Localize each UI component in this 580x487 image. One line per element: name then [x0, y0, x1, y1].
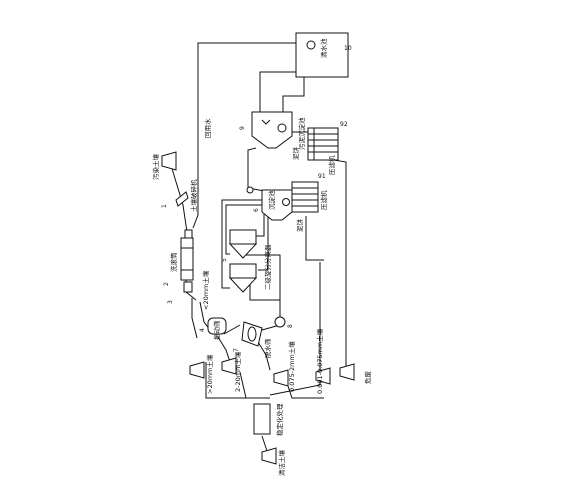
svg-text:清洁土壤: 清洁土壤 — [277, 450, 286, 477]
svg-text:3: 3 — [167, 300, 174, 304]
svg-text:压滤机: 压滤机 — [327, 155, 336, 175]
svg-text:脱水筛: 脱水筛 — [263, 338, 272, 358]
svg-text:91: 91 — [318, 173, 326, 180]
svg-text:沉淀池: 沉淀池 — [267, 190, 276, 210]
filter-press-2: 压滤机 泥饼 92 — [291, 121, 348, 175]
svg-text:>20mm土壤: >20mm土壤 — [205, 354, 214, 394]
svg-text:泥饼: 泥饼 — [295, 219, 304, 233]
svg-text:0.075-2mm土壤: 0.075-2mm土壤 — [287, 341, 296, 392]
vibrating-screen: 振动筛 4 — [199, 317, 227, 340]
svg-text:污染土壤: 污染土壤 — [151, 154, 160, 181]
sewage-sedimentation-tank: 污泥沉淀池 9 — [239, 111, 306, 150]
hydrocyclone-upper — [228, 229, 258, 259]
svg-text:1: 1 — [161, 204, 168, 208]
svg-text:6: 6 — [253, 208, 260, 212]
fraction-under-20-label: <20mm土壤 — [201, 270, 210, 310]
hopper-2-20: 2-20mm土壤 — [221, 351, 242, 392]
svg-text:10: 10 — [344, 45, 352, 52]
clean-soil-hopper: 清洁土壤 — [261, 447, 286, 477]
clear-water-tank: 清水池 10 — [295, 32, 352, 78]
svg-text:8: 8 — [287, 324, 294, 328]
stabilization-unit: 稳定化处理 — [253, 403, 284, 436]
hopper-0075-2: 0.075-2mm土壤 — [273, 341, 296, 392]
sedimentation-tank: 沉淀池 6 — [246, 186, 293, 221]
hopper-over-20: >20mm土壤 — [189, 354, 214, 394]
svg-text:污泥沉淀池: 污泥沉淀池 — [297, 117, 306, 150]
dewatering-screen: 脱水筛 7 — [233, 321, 272, 358]
recycled-water-label: 回用水 — [203, 118, 212, 138]
contaminated-soil-hopper: 污染土壤 — [151, 151, 177, 181]
hydrocyclone-label: 二级旋分分离器 — [263, 244, 272, 290]
hopper-hazardous: 危废 — [339, 363, 372, 385]
svg-text:振动筛: 振动筛 — [212, 320, 221, 340]
svg-text:92: 92 — [340, 121, 348, 128]
svg-text:4: 4 — [199, 328, 206, 332]
svg-text:土壤破碎机: 土壤破碎机 — [189, 179, 198, 212]
svg-text:7: 7 — [233, 348, 240, 352]
slurry-pump: 8 — [274, 316, 294, 328]
svg-text:危废: 危废 — [363, 371, 372, 385]
svg-text:洗滚筒: 洗滚筒 — [169, 252, 178, 272]
svg-text:5: 5 — [221, 258, 228, 262]
hopper-fine: 0.001-0.075mm土壤 — [315, 328, 331, 394]
hydrocyclone-lower — [228, 263, 258, 293]
drum-washer: 洗滚筒 2 3 — [163, 229, 194, 304]
svg-text:泥饼: 泥饼 — [291, 147, 300, 161]
svg-text:稳定化处理: 稳定化处理 — [275, 403, 284, 436]
soil-crusher: 土壤破碎机 1 — [161, 179, 198, 212]
svg-text:清水池: 清水池 — [319, 38, 328, 58]
svg-text:2-20mm土壤: 2-20mm土壤 — [233, 351, 242, 392]
svg-text:0.001-0.075mm土壤: 0.001-0.075mm土壤 — [315, 328, 324, 394]
svg-text:压滤机: 压滤机 — [319, 190, 328, 210]
svg-text:2: 2 — [163, 282, 170, 286]
pipe-lines — [169, 42, 347, 455]
svg-text:9: 9 — [239, 126, 246, 130]
filter-press-1: 压滤机 泥饼 91 — [291, 173, 328, 233]
